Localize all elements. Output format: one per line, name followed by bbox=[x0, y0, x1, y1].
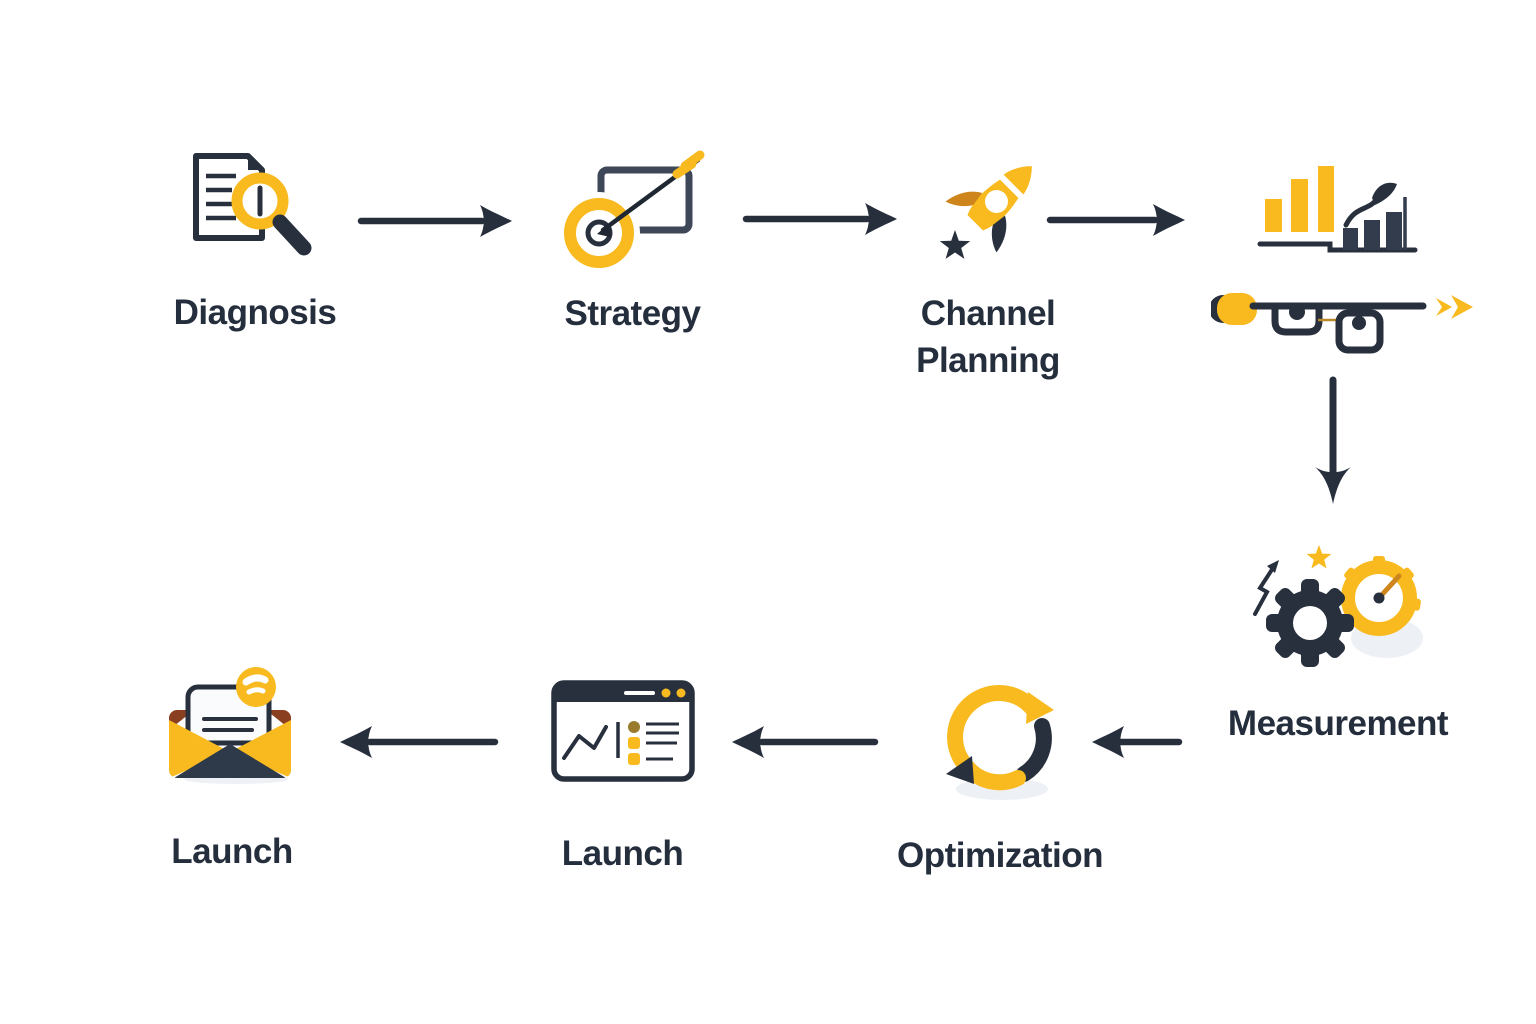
connector-arrow-right-2 bbox=[741, 196, 903, 242]
document-magnifier-icon bbox=[192, 153, 311, 256]
pipeline-capsule bbox=[1217, 293, 1257, 325]
gear bbox=[1266, 579, 1354, 667]
node-analytics-chart bbox=[1256, 160, 1418, 255]
node-label-launch-dashboard: Launch bbox=[561, 834, 684, 873]
open-envelope-icon bbox=[169, 667, 291, 784]
node-strategy: Strategy bbox=[545, 150, 720, 337]
circular-arrows-icon bbox=[946, 685, 1054, 800]
double-chevron-ornament bbox=[1436, 298, 1452, 316]
node-launch-email: Launch bbox=[152, 660, 312, 875]
node-optimization: Optimization bbox=[885, 676, 1115, 879]
connector-arrow-down bbox=[1306, 375, 1360, 509]
bar-chart-growth-icon bbox=[1257, 166, 1418, 253]
pipeline-ornament bbox=[1211, 288, 1475, 364]
node-diagnosis: Diagnosis bbox=[160, 150, 350, 336]
node-label-optimization: Optimization bbox=[897, 836, 1103, 875]
node-label-channel-planning: Channel Planning bbox=[916, 294, 1060, 380]
connector-arrow-right-1 bbox=[356, 198, 518, 244]
notification-badge-icon bbox=[236, 667, 276, 707]
node-label-launch-email: Launch bbox=[171, 832, 293, 871]
connector-arrow-right-3 bbox=[1045, 197, 1191, 243]
node-measurement: Measurement bbox=[1212, 538, 1464, 747]
node-label-strategy: Strategy bbox=[564, 294, 701, 333]
node-channel-planning: Channel Planning bbox=[898, 146, 1078, 384]
rocket-icon bbox=[939, 166, 1032, 259]
node-launch-dashboard: Launch bbox=[540, 680, 705, 877]
connector-arrow-left-2 bbox=[726, 719, 880, 765]
browser-analytics-icon bbox=[550, 680, 695, 782]
target-arrow-icon bbox=[558, 150, 704, 268]
node-label-diagnosis: Diagnosis bbox=[173, 293, 337, 332]
connector-arrow-left-1 bbox=[1086, 719, 1184, 765]
connector-arrow-left-3 bbox=[334, 719, 500, 765]
node-label-measurement: Measurement bbox=[1227, 704, 1449, 743]
gauge-dial bbox=[1341, 556, 1421, 636]
gear-gauge-icon bbox=[1253, 545, 1423, 667]
